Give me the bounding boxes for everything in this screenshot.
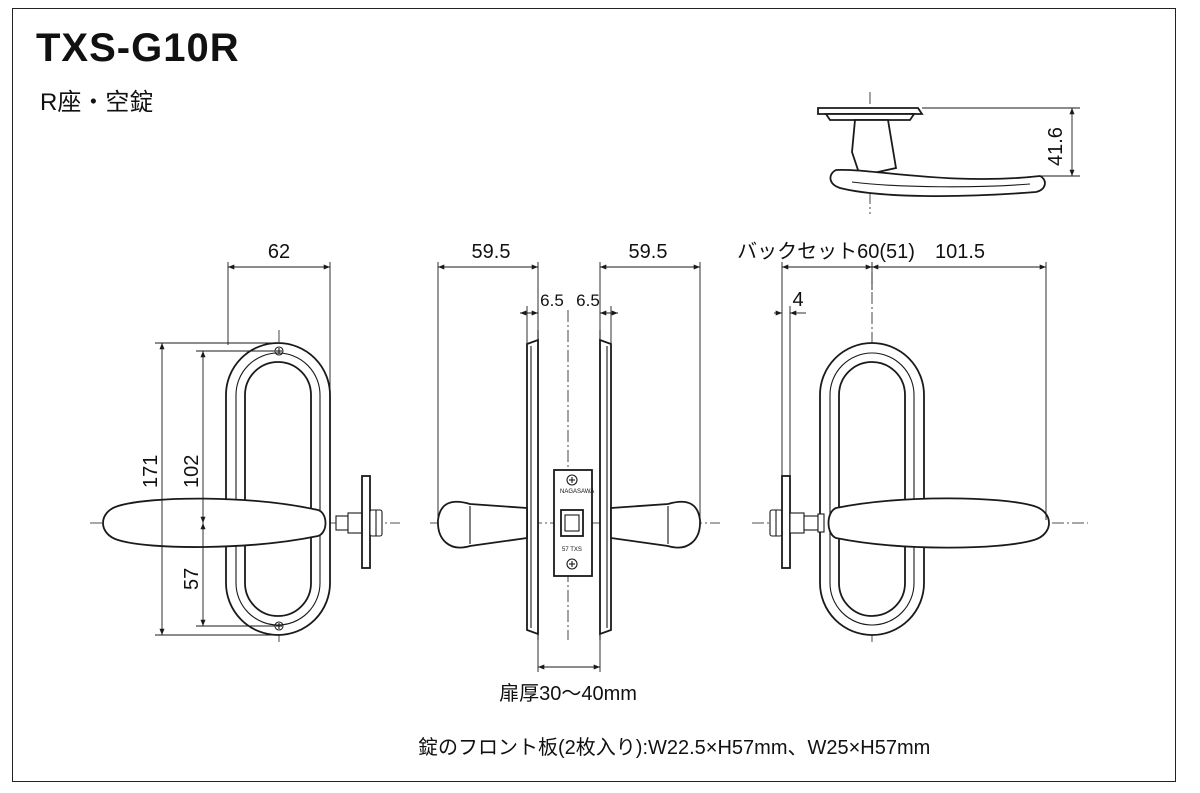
lever-top-view: 41.6 (817, 92, 1080, 214)
dim-handle-length: 101.5 (935, 241, 985, 263)
dim-side-left-projection: 59.5 (472, 241, 511, 263)
drawing-frame (12, 8, 1176, 782)
dim-side-left-rose: 6.5 (540, 291, 564, 310)
latch-mark-bottom: 57 TXS (562, 547, 582, 553)
rear-view: バックセット60(51) 101.5 4 (737, 240, 1088, 642)
model-subtitle: R座・空錠 (40, 89, 154, 116)
dim-front-lower: 57 (181, 568, 203, 590)
model-title: TXS-G10R (36, 26, 240, 70)
front-plate-note: 錠のフロント板(2枚入り):W22.5×H57mm、W25×H57mm (418, 736, 930, 759)
dim-backset: バックセット60(51) (737, 240, 915, 263)
dim-front-total-height: 171 (140, 455, 162, 488)
dim-side-right-projection: 59.5 (629, 241, 668, 263)
front-view: 62 171 102 57 (90, 241, 400, 642)
dim-front-width: 62 (268, 241, 290, 263)
dim-latch-face: 4 (792, 289, 803, 311)
dim-lever-height: 41.6 (1045, 127, 1067, 166)
dim-side-right-rose: 6.5 (576, 291, 600, 310)
dim-screw-pitch: 102 (181, 455, 203, 488)
door-thickness-label: 扉厚30〜40mm (499, 682, 637, 705)
latch-mark-top: NAGASAWA (560, 489, 594, 495)
side-view: NAGASAWA 57 TXS 59.5 59.5 6.5 6.5 扉厚30〜4… (430, 241, 720, 705)
